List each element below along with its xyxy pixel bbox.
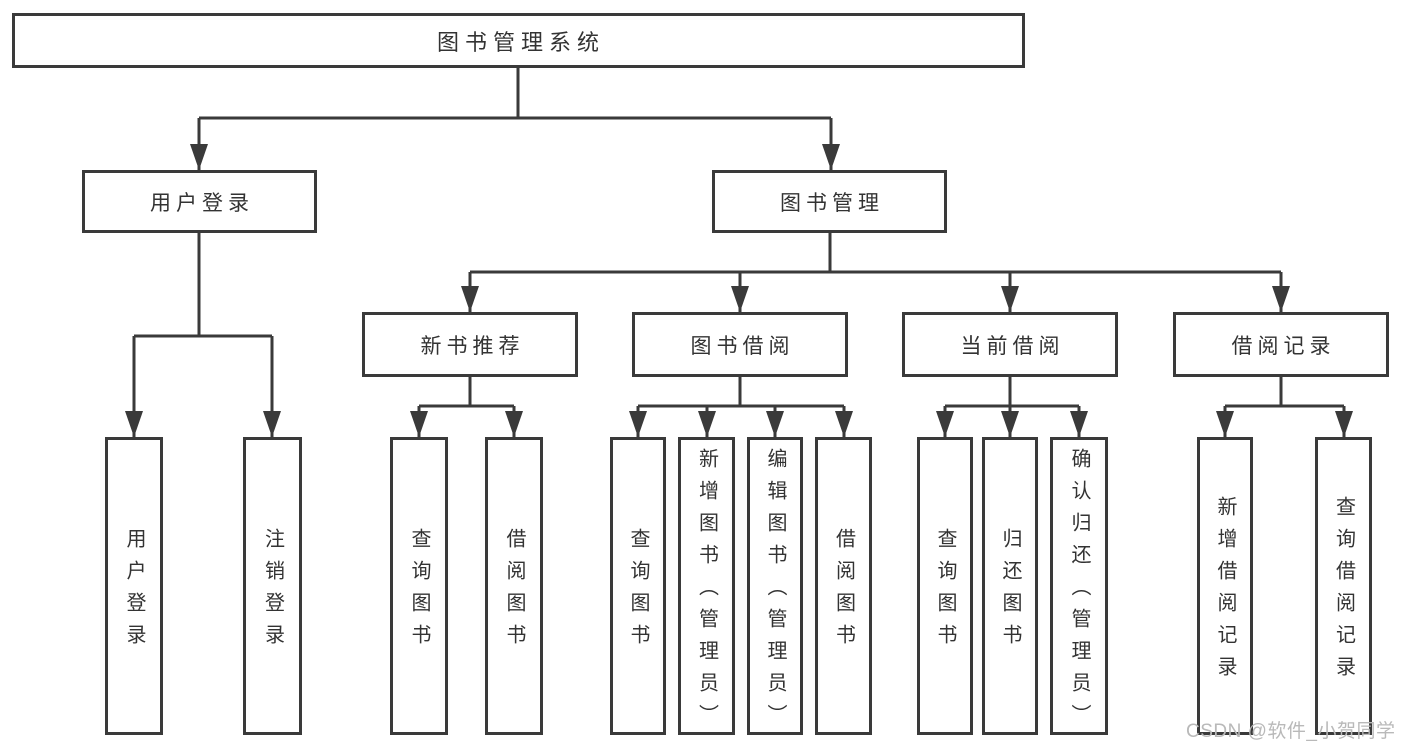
node-book-management-label: 图书管理 (780, 191, 884, 215)
connector-trunks (134, 68, 1344, 408)
node-current-borrowing: 当前借阅 (902, 312, 1118, 377)
node-user-login-label: 用户登录 (150, 191, 254, 215)
leaf-bb-add-books-admin-label: 新增图书（管理员） (695, 448, 718, 736)
leaf-bb-edit-books-admin-label: 编辑图书（管理员） (764, 448, 786, 736)
leaf-br-query-record: 查询借阅记录 (1315, 437, 1372, 735)
leaf-bb-add-books-admin: 新增图书（管理员） (678, 437, 735, 736)
leaf-logout-label: 注销登录 (261, 528, 284, 656)
node-new-book-recommend: 新书推荐 (362, 312, 578, 377)
node-library-system: 图书管理系统 (12, 13, 1025, 68)
leaf-user-login: 用户登录 (105, 437, 163, 735)
leaf-cb-return-books: 归还图书 (982, 437, 1038, 735)
node-book-borrowing-label: 图书借阅 (690, 334, 795, 358)
leaf-cb-confirm-return-admin: 确认归还（管理员） (1050, 437, 1108, 736)
leaf-nbr-query-books-label: 查询图书 (408, 528, 430, 656)
node-borrow-records: 借阅记录 (1173, 312, 1389, 377)
watermark-text: CSDN @软件_小贺同学 (1186, 721, 1396, 742)
leaf-br-query-record-label: 查询借阅记录 (1332, 496, 1355, 688)
node-library-system-label: 图书管理系统 (436, 29, 605, 55)
node-user-login: 用户登录 (82, 170, 317, 233)
leaf-bb-borrow-books-label: 借阅图书 (832, 528, 855, 656)
node-book-management: 图书管理 (712, 170, 947, 233)
leaf-logout: 注销登录 (243, 437, 302, 735)
leaf-bb-query-books-label: 查询图书 (627, 528, 649, 656)
leaf-br-add-record: 新增借阅记录 (1197, 437, 1253, 735)
node-book-borrowing: 图书借阅 (632, 312, 848, 377)
leaf-cb-confirm-return-admin-label: 确认归还（管理员） (1068, 448, 1090, 736)
leaf-bb-query-books: 查询图书 (610, 437, 666, 735)
leaf-bb-edit-books-admin: 编辑图书（管理员） (747, 437, 803, 736)
leaf-user-login-label: 用户登录 (123, 528, 145, 656)
leaf-cb-query-books-label: 查询图书 (934, 528, 956, 656)
node-borrow-records-label: 借阅记录 (1231, 334, 1336, 358)
leaf-br-add-record-label: 新增借阅记录 (1214, 496, 1236, 688)
leaf-cb-return-books-label: 归还图书 (999, 528, 1021, 656)
leaf-bb-borrow-books: 借阅图书 (815, 437, 872, 735)
leaf-nbr-borrow-books: 借阅图书 (485, 437, 543, 735)
leaf-cb-query-books: 查询图书 (917, 437, 973, 735)
leaf-nbr-query-books: 查询图书 (390, 437, 448, 735)
node-new-book-recommend-label: 新书推荐 (420, 334, 525, 358)
leaf-nbr-borrow-books-label: 借阅图书 (503, 528, 525, 656)
node-current-borrowing-label: 当前借阅 (960, 334, 1065, 358)
